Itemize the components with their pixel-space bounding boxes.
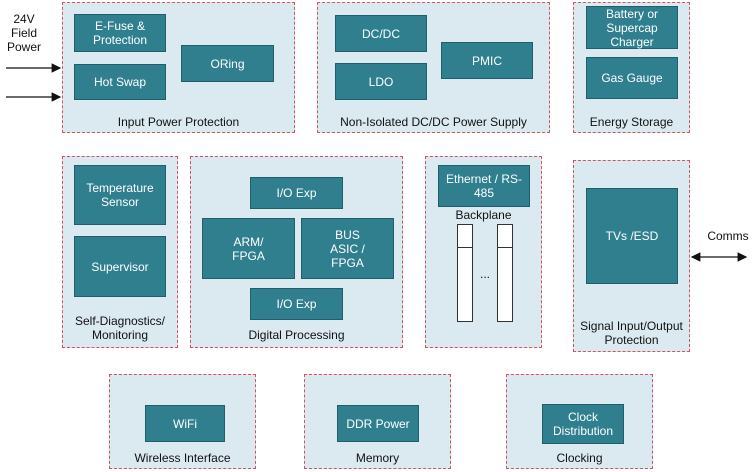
- block-oring[interactable]: ORing: [181, 45, 274, 82]
- field-power-label: 24V Field Power: [6, 12, 41, 54]
- block-tvs-esd[interactable]: TVs /ESD: [586, 188, 678, 284]
- comms-label: Comms: [707, 229, 749, 243]
- group-wireless-interface: WiFi Wireless Interface: [109, 374, 256, 469]
- block-battery-charger[interactable]: Battery or Supercap Charger: [586, 6, 678, 49]
- group-label-dcdc: Non-Isolated DC/DC Power Supply: [340, 115, 527, 129]
- block-dcdc[interactable]: DC/DC: [335, 15, 427, 52]
- group-input-power-protection: E-Fuse & Protection Hot Swap ORing Input…: [62, 2, 295, 133]
- group-label-signal: Signal Input/Output Protection: [580, 319, 683, 347]
- group-energy-storage: Battery or Supercap Charger Gas Gauge En…: [573, 2, 690, 133]
- block-pmic[interactable]: PMIC: [441, 42, 533, 79]
- group-label-input-power: Input Power Protection: [117, 115, 240, 129]
- group-label-energy: Energy Storage: [589, 115, 674, 129]
- group-label-clocking: Clocking: [556, 451, 603, 465]
- group-clocking: Clock Distribution Clocking: [506, 374, 653, 469]
- block-gas-gauge[interactable]: Gas Gauge: [586, 57, 678, 99]
- block-wifi[interactable]: WiFi: [145, 405, 225, 442]
- block-bus-asic-fpga[interactable]: BUS ASIC / FPGA: [301, 218, 394, 279]
- group-self-diagnostics: Temperature Sensor Supervisor Self-Diagn…: [62, 156, 178, 348]
- group-digital-processing: I/O Exp ARM/ FPGA BUS ASIC / FPGA I/O Ex…: [190, 156, 403, 348]
- group-dcdc-power-supply: DC/DC LDO PMIC Non-Isolated DC/DC Power …: [317, 2, 550, 133]
- block-temperature-sensor[interactable]: Temperature Sensor: [74, 165, 166, 225]
- block-io-expander-top[interactable]: I/O Exp: [250, 177, 343, 209]
- group-label-diagnostics: Self-Diagnostics/ Monitoring: [74, 314, 166, 342]
- block-ldo[interactable]: LDO: [335, 63, 427, 100]
- block-supervisor[interactable]: Supervisor: [74, 236, 166, 297]
- backplane-slot-left: [457, 224, 473, 322]
- backplane-slot-right: [497, 224, 513, 322]
- group-label-digital: Digital Processing: [248, 328, 345, 342]
- group-memory: DDR Power Memory: [304, 374, 451, 469]
- block-arm-fpga[interactable]: ARM/ FPGA: [202, 218, 295, 279]
- block-ethernet-rs485[interactable]: Ethernet / RS- 485: [438, 165, 530, 207]
- block-clock-distribution[interactable]: Clock Distribution: [542, 404, 624, 444]
- backplane-slots-ellipsis: ...: [479, 267, 490, 281]
- block-efuse-protection[interactable]: E-Fuse & Protection: [74, 14, 166, 52]
- group-label-memory: Memory: [355, 451, 400, 465]
- group-label-backplane: Backplane: [455, 208, 512, 222]
- block-hot-swap[interactable]: Hot Swap: [74, 64, 166, 100]
- block-io-expander-bottom[interactable]: I/O Exp: [250, 288, 343, 320]
- block-ddr-power[interactable]: DDR Power: [337, 405, 419, 442]
- group-backplane: Ethernet / RS- 485 Backplane ...: [425, 156, 542, 348]
- group-label-wireless: Wireless Interface: [134, 451, 231, 465]
- group-signal-io-protection: TVs /ESD Signal Input/Output Protection: [573, 160, 690, 352]
